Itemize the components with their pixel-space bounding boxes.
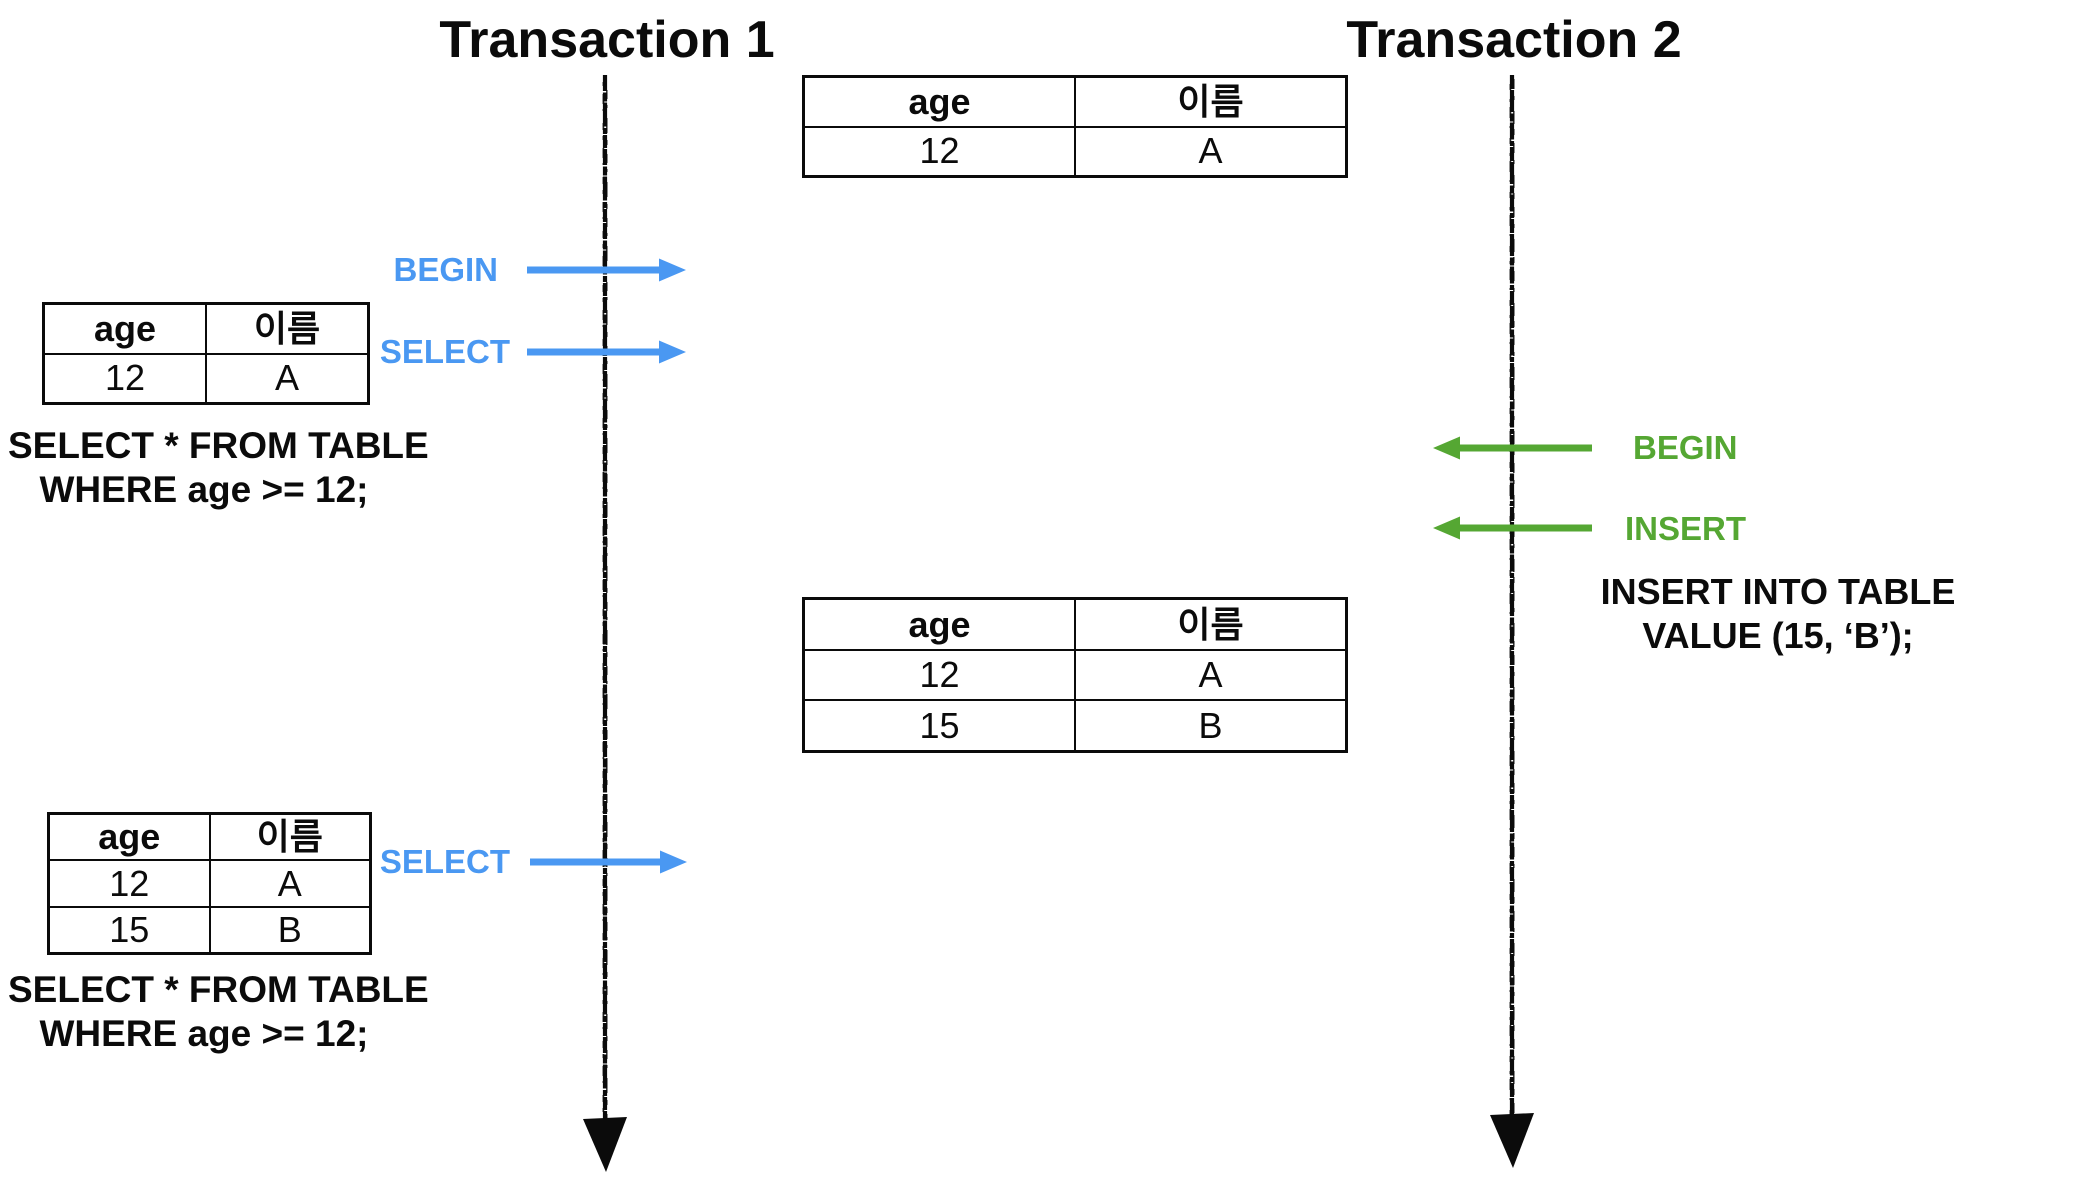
sql-line: WHERE age >= 12; (39, 469, 369, 510)
table-row: 15 B (802, 699, 1348, 753)
t1-second-select-result-table: age 이름 12 A 15 B (47, 812, 372, 955)
table-header-age: age (42, 302, 207, 355)
table-row: 12 A (802, 125, 1348, 178)
transaction1-title: Transaction 1 (439, 11, 775, 69)
table-row: 12 A (47, 859, 372, 908)
t2-insert-arrow-left-icon (1433, 516, 1592, 540)
initial-state-table: age 이름 12 A (802, 75, 1348, 178)
table-cell: A (205, 352, 370, 405)
table-cell: 12 (42, 352, 207, 405)
table-row: 15 B (47, 905, 372, 955)
sql-line: INSERT INTO TABLE (1600, 571, 1956, 612)
table-header-age: age (802, 597, 1076, 651)
table-cell: B (208, 905, 372, 955)
t1-select2-label: SELECT (379, 843, 510, 880)
table-header-age: age (802, 75, 1076, 128)
transaction2-title: Transaction 2 (1346, 11, 1682, 69)
timeline1-arrowhead-icon (583, 1117, 627, 1172)
table-cell: A (208, 859, 372, 908)
sql-line: SELECT * FROM TABLE (8, 969, 429, 1010)
transaction2-timeline (1490, 75, 1534, 1168)
table-cell: 15 (802, 699, 1076, 753)
table-cell: 12 (802, 125, 1076, 178)
t1-select1-arrow-right-icon (527, 340, 686, 364)
t1-begin-label: BEGIN (393, 251, 498, 288)
table-header-name: 이름 (1074, 75, 1348, 128)
t1-select1-label: SELECT (379, 333, 510, 370)
table-header-name: 이름 (208, 812, 372, 862)
table-cell: A (1074, 648, 1348, 702)
table-row: 12 A (802, 648, 1348, 702)
table-cell: A (1074, 125, 1348, 178)
table-cell: 12 (802, 648, 1076, 702)
t2-begin-label: BEGIN (1633, 429, 1738, 466)
sql-line: WHERE age >= 12; (39, 1013, 369, 1054)
t1-first-select-result-table: age 이름 12 A (42, 302, 370, 405)
table-row: 12 A (42, 352, 370, 405)
table-header-age: age (47, 812, 211, 862)
sql-line: VALUE (15, ‘B’); (1642, 615, 1914, 656)
transaction1-timeline (583, 75, 627, 1172)
table-cell: B (1074, 699, 1348, 753)
t1-begin-arrow-right-icon (527, 258, 686, 282)
t2-begin-arrow-left-icon (1433, 436, 1592, 460)
t1-select-query-1: SELECT * FROM TABLE WHERE age >= 12; (8, 424, 429, 512)
t2-insert-label: INSERT (1625, 510, 1747, 547)
after-insert-state-table: age 이름 12 A 15 B (802, 597, 1348, 753)
table-cell: 15 (47, 905, 211, 955)
sql-line: SELECT * FROM TABLE (8, 425, 429, 466)
table-header-name: 이름 (205, 302, 370, 355)
t1-select-query-2: SELECT * FROM TABLE WHERE age >= 12; (8, 968, 429, 1056)
t2-insert-query: INSERT INTO TABLE VALUE (15, ‘B’); (1598, 570, 1958, 658)
t1-select2-arrow-right-icon (530, 850, 687, 874)
table-cell: 12 (47, 859, 211, 908)
table-header-name: 이름 (1074, 597, 1348, 651)
timeline2-arrowhead-icon (1490, 1113, 1534, 1168)
